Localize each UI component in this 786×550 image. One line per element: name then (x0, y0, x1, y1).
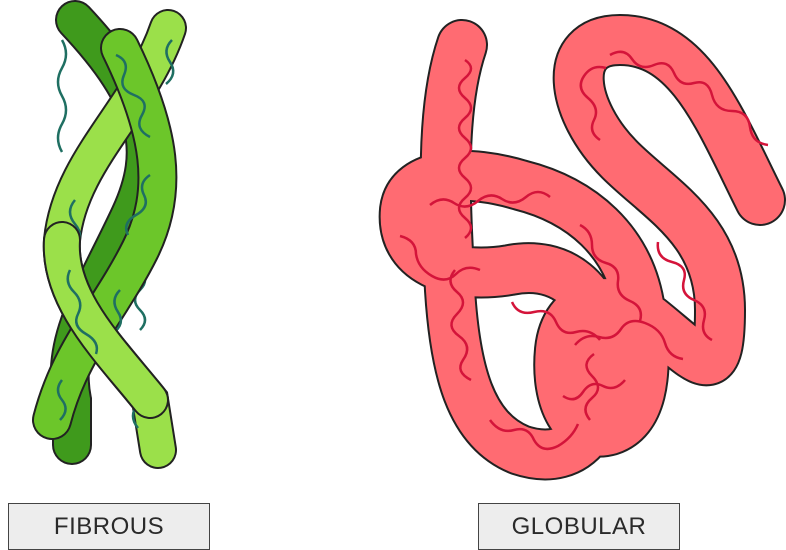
fibrous-label: FIBROUS (8, 503, 210, 550)
globular-label: GLOBULAR (478, 503, 680, 550)
globular-protein (400, 40, 768, 454)
fibrous-protein (52, 20, 173, 450)
